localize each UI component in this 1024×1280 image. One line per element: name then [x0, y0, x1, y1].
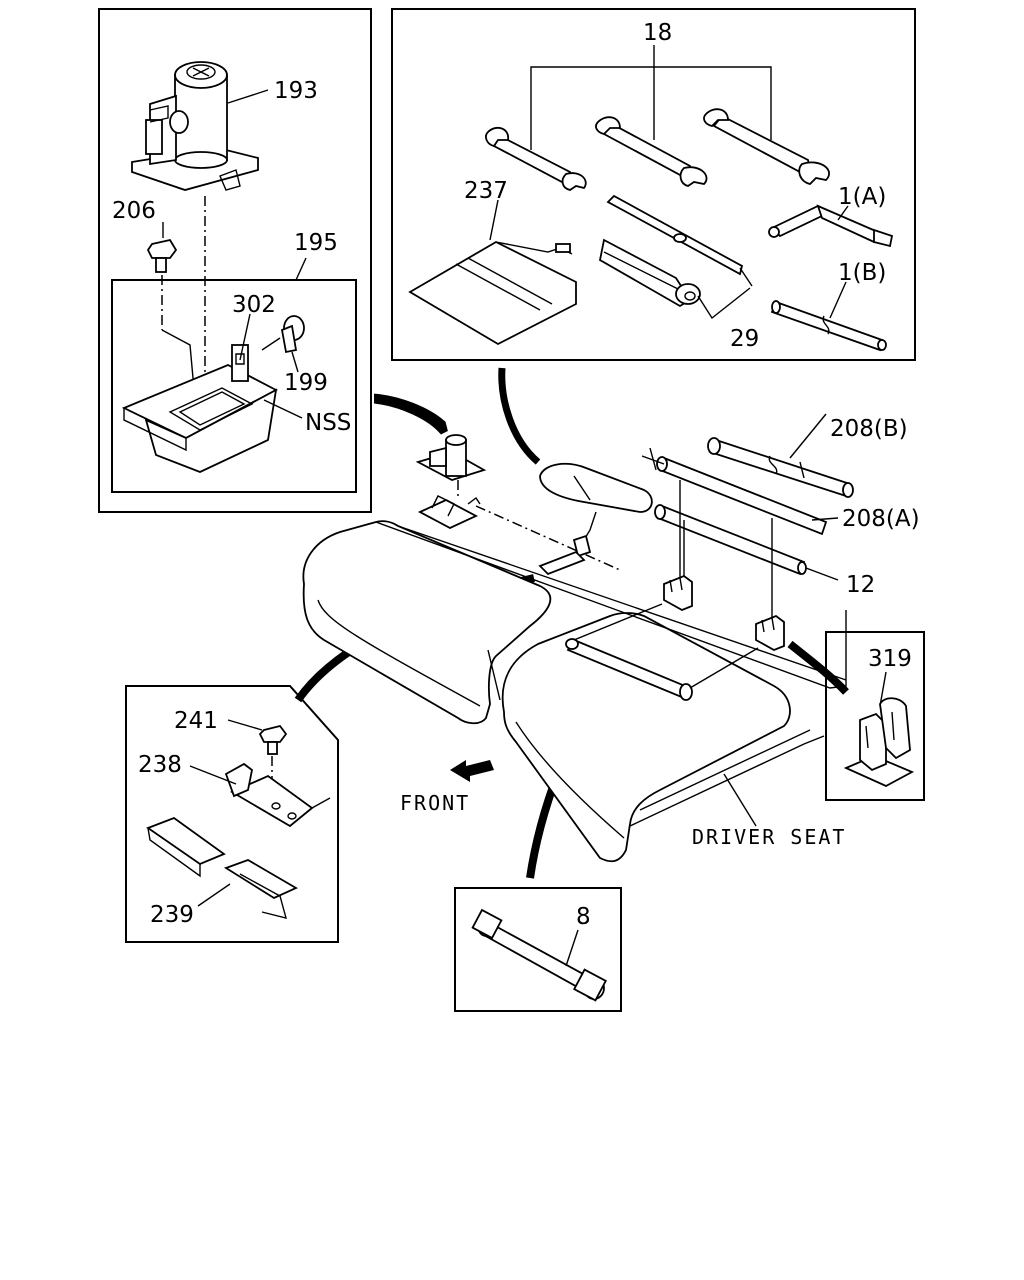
callout-238: 238 — [138, 752, 182, 778]
bar-208a-icon — [641, 447, 828, 536]
leader-238 — [189, 765, 237, 785]
bracket-inset: 241 238 239 — [125, 685, 339, 943]
jack-inset: 193 206 195 302 199 NSS — [98, 8, 372, 513]
seat-rail-line-2 — [639, 729, 811, 811]
callout-241: 241 — [174, 708, 218, 734]
tools-inset: 18 237 1(A) 1(B) 29 — [391, 8, 916, 361]
seat-assembly: FRONT DRIVER SEAT 208(B) 208(A) 12 — [302, 413, 920, 863]
wrench-2-icon — [595, 116, 708, 187]
jack-inset-frame — [98, 8, 372, 513]
clip-inset-frame — [825, 631, 925, 801]
under-seat-bar-icon — [565, 638, 693, 701]
seat-back-edge — [375, 521, 847, 689]
front-arrow-icon — [450, 760, 494, 782]
callout-nss: NSS — [305, 410, 351, 436]
bracket-239-a-icon — [146, 816, 226, 878]
seat-gap-line — [487, 649, 501, 701]
under-seat-bar-guides — [573, 603, 759, 689]
tool-bag-icon — [408, 240, 577, 346]
leader-239 — [197, 883, 231, 907]
leader-208b — [789, 413, 827, 459]
callout-1b: 1(B) — [838, 260, 886, 286]
clip-319-icon — [843, 697, 915, 788]
leader-29 — [697, 287, 751, 320]
handle-a-icon — [768, 204, 894, 248]
callout-193: 193 — [274, 78, 318, 104]
passenger-seat-seam — [317, 599, 481, 707]
leader-1a — [837, 205, 849, 221]
wrench-3-icon — [703, 108, 830, 185]
driver-seat-label: DRIVER SEAT — [692, 825, 846, 849]
floor-bracket-icon — [538, 511, 597, 576]
handle-b-icon — [770, 300, 887, 352]
seat-rail-line — [629, 735, 825, 827]
wheel-wrench-inset: 8 — [454, 887, 622, 1012]
callout-206: 206 — [112, 198, 156, 224]
tools-inset-frame — [391, 8, 916, 361]
leader-195 — [295, 257, 307, 281]
callout-239: 239 — [150, 902, 194, 928]
floor-jack-icon — [415, 434, 487, 530]
bolt-241-icon — [258, 724, 288, 755]
callout-319: 319 — [868, 646, 912, 672]
jack-tray-icon — [121, 344, 278, 473]
wing-bolt-icon — [261, 315, 305, 354]
callout-12: 12 — [846, 572, 875, 598]
bolt-206-icon — [146, 238, 178, 273]
clip-left-icon — [663, 574, 693, 611]
pliers-icon — [598, 238, 701, 308]
callout-8: 8 — [576, 904, 591, 930]
floor-bag-icon — [539, 462, 653, 513]
leader-12 — [805, 567, 839, 581]
leader-193 — [227, 89, 269, 104]
callout-199: 199 — [284, 370, 328, 396]
arrow-to-clip — [787, 640, 849, 695]
driver-seat-cushion — [501, 612, 791, 863]
leader-302 — [239, 313, 251, 361]
bracket-238-icon — [224, 762, 331, 828]
wheel-wrench-inset-frame — [454, 887, 622, 1012]
clip-right-icon — [755, 614, 785, 651]
callout-1a: 1(A) — [838, 184, 886, 210]
leader-8 — [565, 929, 579, 967]
front-label: FRONT — [400, 791, 470, 815]
passenger-seat-cushion — [302, 520, 552, 725]
clip-inset: 319 — [825, 631, 925, 801]
jack-bracket-subframe — [111, 279, 357, 493]
seat-back-edge-2 — [397, 525, 847, 681]
screwdriver-icon — [606, 194, 753, 287]
leader-319 — [879, 671, 887, 707]
callout-208b: 208(B) — [830, 416, 908, 442]
callout-237: 237 — [464, 178, 508, 204]
jack-icon — [131, 61, 259, 191]
callout-195: 195 — [294, 230, 338, 256]
leader-237 — [489, 199, 499, 241]
leader-driver-seat — [723, 773, 757, 827]
wrench-1-icon — [485, 126, 587, 191]
bracket-inset-frame — [125, 685, 339, 943]
callout-302: 302 — [232, 292, 276, 318]
arrow-to-jack — [374, 393, 448, 435]
bracket-18 — [530, 66, 772, 150]
callout-29: 29 — [730, 326, 759, 352]
arrow-to-bag — [498, 367, 541, 465]
wheel-wrench-icon — [471, 908, 607, 1002]
jack-to-seat-line — [475, 505, 621, 571]
clip-guide-lines — [679, 480, 773, 620]
leader-241 — [227, 719, 263, 731]
bar-208b-icon — [707, 437, 854, 498]
bar-12-icon — [654, 504, 807, 576]
callout-18: 18 — [643, 20, 672, 46]
leader-nss — [263, 399, 303, 419]
leader-208a — [811, 517, 839, 521]
leader-1b — [829, 281, 847, 319]
leader-199 — [291, 351, 299, 373]
callout-208a: 208(A) — [842, 506, 920, 532]
bracket-239-b-icon — [223, 859, 298, 919]
driver-seat-seam — [515, 721, 625, 839]
